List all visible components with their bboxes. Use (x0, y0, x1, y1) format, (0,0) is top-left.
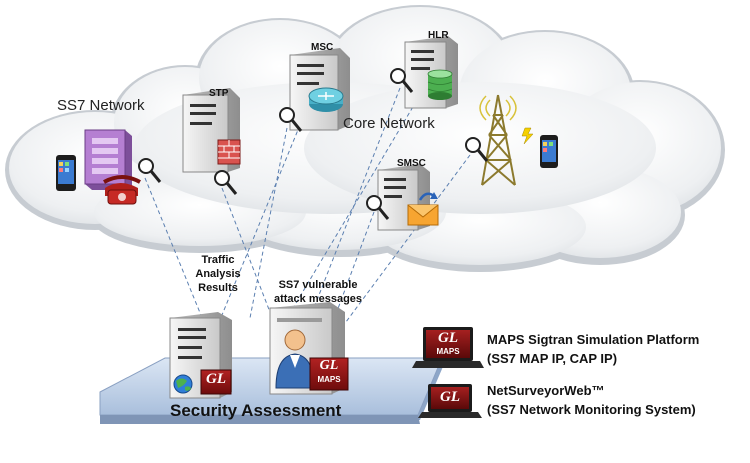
netsurveyor-server (169, 312, 232, 399)
attack-messages-label: SS7 vulnerable attack messages (263, 278, 373, 306)
legend-item-netsurveyor: NetSurveyorWeb™ (SS7 Network Monitoring … (487, 381, 696, 419)
legend-item-maps: MAPS Sigtran Simulation Platform (SS7 MA… (487, 330, 699, 368)
legend-netsurveyor-gl-text: GL (440, 389, 460, 405)
globe-icon (173, 374, 193, 394)
smsc-label: SMSC (397, 158, 426, 169)
user-icon (275, 329, 315, 389)
gl-badge-text: GL (206, 371, 226, 387)
attack-line-1: SS7 vulnerable (278, 279, 358, 291)
magnifier-icon (138, 158, 162, 183)
traffic-analysis-label: Traffic Analysis Results (188, 253, 248, 295)
ss7-switch-icon (84, 129, 132, 190)
magnifier-icon (214, 170, 238, 195)
legend-laptop-maps (412, 327, 484, 368)
mobile-phone-icon (540, 135, 558, 168)
cell-tower-icon (479, 94, 517, 186)
legend-netsurveyor-title: NetSurveyorWeb™ (487, 383, 605, 398)
telephone-icon (103, 175, 141, 205)
legend-maps-title: MAPS Sigtran Simulation Platform (487, 332, 700, 347)
legend-maps-gl-text: GL (438, 330, 458, 346)
core-network-label: Core Network (343, 115, 435, 132)
hlr-label: HLR (428, 30, 449, 41)
msc-label: MSC (311, 42, 334, 53)
maps-badge-maps-text: MAPS (317, 375, 341, 384)
maps-badge (309, 357, 349, 391)
ss7-network-label: SS7 Network (57, 97, 145, 114)
firewall-icon (217, 139, 241, 165)
stp-label: STP (209, 88, 229, 99)
attack-line-2: attack messages (273, 293, 363, 305)
smsc-server (377, 164, 439, 231)
maps-badge-gl-text: GL (319, 358, 339, 373)
magnifier-icon (279, 107, 303, 132)
legend-maps-maps-text: MAPS (436, 347, 460, 356)
maps-server (269, 302, 349, 395)
database-icon (427, 69, 453, 100)
magnifier-icon (465, 137, 489, 162)
legend-laptop-netsurveyor (418, 384, 482, 418)
security-assessment-label: Security Assessment (170, 401, 342, 420)
traffic-line-2: Analysis (195, 268, 241, 280)
hlr-server (404, 36, 458, 109)
router-icon (308, 87, 344, 112)
gl-badge (200, 369, 232, 395)
magnifier-icon (366, 195, 390, 220)
dashed-links (144, 87, 471, 333)
legend-maps-subtitle: (SS7 MAP IP, CAP IP) (487, 351, 618, 366)
magnifier-icon (390, 68, 414, 93)
stp-server (182, 88, 241, 173)
msc-server (289, 48, 350, 131)
mobile-phone-icon (56, 155, 76, 191)
traffic-line-3: Results (198, 282, 238, 294)
legend-netsurveyor-subtitle: (SS7 Network Monitoring System) (487, 402, 696, 417)
traffic-line-1: Traffic (201, 254, 235, 266)
email-icon (407, 192, 439, 226)
signal-bolt-icon (521, 127, 534, 145)
